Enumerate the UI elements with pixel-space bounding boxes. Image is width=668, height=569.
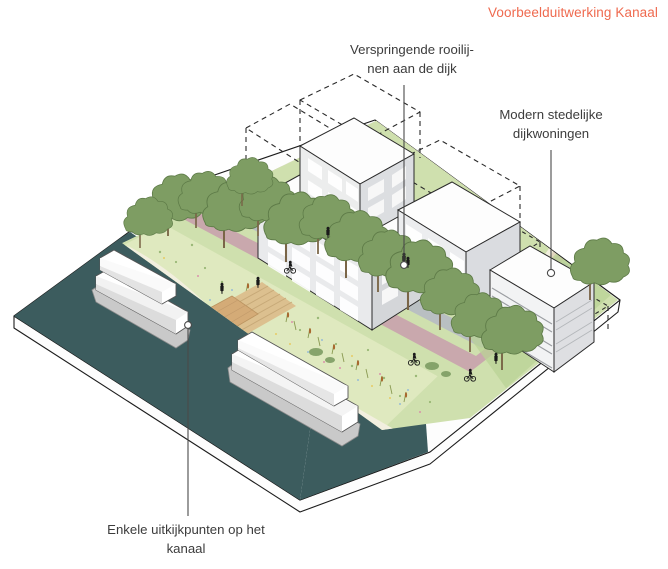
annotation-dijkwoningen: Modern stedelijke dijkwoningen — [499, 107, 603, 141]
boat-right — [227, 331, 361, 447]
annotation-rooilijnen: Verspringende rooilij- nen aan de dijk — [350, 42, 474, 76]
leader-rooilijnen — [400, 85, 408, 269]
leader-lines — [184, 85, 556, 516]
document-title: Voorbeelduitwerking Kanaal — [488, 5, 658, 20]
boat-left — [91, 249, 191, 349]
annotation-uitkijkpunten: Enkele uitkijkpunten op het kanaal — [107, 522, 265, 556]
leader-uitkijkpunten — [184, 321, 192, 516]
leader-dijkwoningen — [546, 150, 556, 278]
